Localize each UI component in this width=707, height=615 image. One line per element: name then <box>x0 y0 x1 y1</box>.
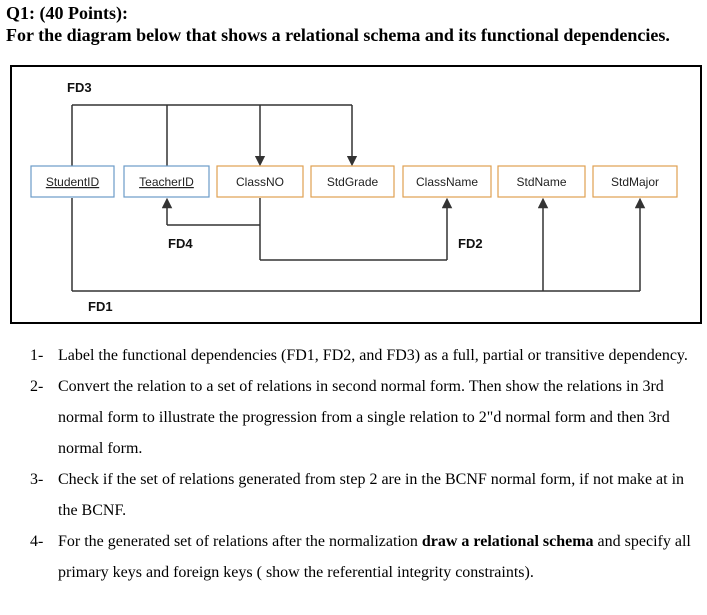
fd3-label: FD3 <box>67 80 92 95</box>
svg-text:StdGrade: StdGrade <box>327 175 379 189</box>
svg-text:TeacherID: TeacherID <box>139 175 194 189</box>
svg-text:ClassNO: ClassNO <box>236 175 284 189</box>
task-text-after: and specify all primary keys and foreign… <box>58 533 691 581</box>
task-text: For the generated set of relations after… <box>58 526 700 588</box>
attribute-classname: ClassName <box>402 165 492 198</box>
attribute-stdmajor: StdMajor <box>592 165 678 198</box>
task-text-bold: draw a relational schema <box>421 533 594 550</box>
question-title: Q1: (40 Points): <box>6 3 128 23</box>
question-subtitle: For the diagram below that shows a relat… <box>6 25 670 45</box>
schema-diagram-svg: StudentID TeacherID ClassNO StdGrade Cla… <box>10 65 702 324</box>
attribute-classno: ClassNO <box>216 165 304 198</box>
task-text: Convert the relation to a set of relatio… <box>58 378 670 457</box>
task-list: 1- Label the functional dependencies (FD… <box>30 340 700 588</box>
task-number: 4- <box>30 533 44 550</box>
task-item: 4- For the generated set of relations af… <box>30 526 700 588</box>
svg-text:StudentID: StudentID <box>46 175 100 189</box>
attribute-studentid: StudentID <box>30 165 115 198</box>
fd2-label: FD2 <box>458 236 483 251</box>
task-number: 3- <box>30 471 44 488</box>
task-item: 2- Convert the relation to a set of rela… <box>30 371 700 464</box>
attribute-stdgrade: StdGrade <box>310 165 395 198</box>
task-item: 1- Label the functional dependencies (FD… <box>30 340 700 371</box>
task-item: 3- Check if the set of relations generat… <box>30 464 700 526</box>
fd4-lines <box>161 197 261 226</box>
task-number: 2- <box>30 378 44 395</box>
diagram-frame <box>10 65 702 324</box>
fd4-label: FD4 <box>168 236 193 251</box>
task-text: Label the functional dependencies (FD1, … <box>58 347 688 364</box>
task-text-before: For the generated set of relations after… <box>58 533 422 550</box>
fd2-lines <box>259 197 453 261</box>
attribute-stdname: StdName <box>497 165 586 198</box>
fd3-lines <box>71 104 358 167</box>
attribute-teacherid: TeacherID <box>123 165 210 198</box>
task-text: Check if the set of relations generated … <box>58 471 685 519</box>
svg-text:StdName: StdName <box>516 175 566 189</box>
fd1-lines <box>71 197 646 292</box>
svg-text:StdMajor: StdMajor <box>611 175 659 189</box>
svg-text:ClassName: ClassName <box>416 175 478 189</box>
schema-diagram: StudentID TeacherID ClassNO StdGrade Cla… <box>10 65 702 324</box>
fd1-label: FD1 <box>88 299 113 314</box>
task-number: 1- <box>30 347 44 364</box>
